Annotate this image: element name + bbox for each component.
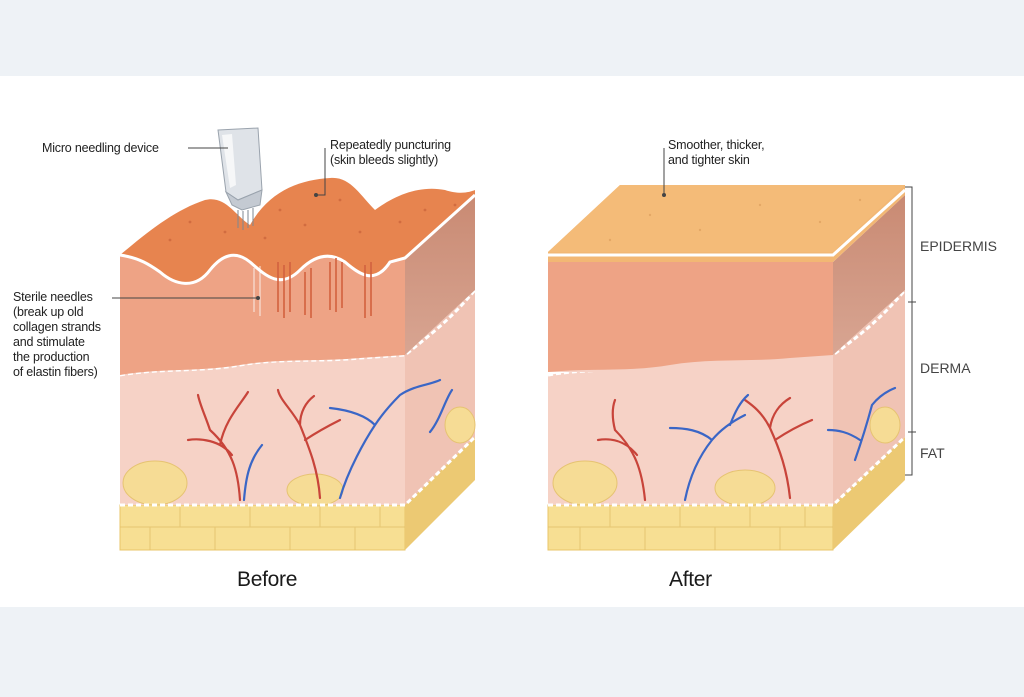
needle-channels — [277, 258, 372, 318]
needles-label: Sterile needles (break up old collagen s… — [13, 290, 101, 379]
after-epidermis-side — [833, 195, 905, 355]
after-fat-lobule — [869, 406, 901, 444]
layer-label-epidermis: EPIDERMIS — [920, 238, 998, 254]
before-fat-side — [405, 437, 475, 550]
leader-lines — [112, 147, 916, 476]
before-fat-lobule — [444, 406, 476, 444]
before-epidermis-layer — [120, 255, 405, 375]
layer-label-derma: DERMA — [920, 360, 971, 376]
after-fat-side — [833, 437, 905, 550]
device-label: Micro needling device — [42, 141, 159, 155]
after-fat-lobule — [714, 469, 776, 507]
caption-after: After — [669, 568, 712, 591]
before-skin-block — [119, 127, 477, 551]
before-fat-lobule — [122, 460, 188, 506]
after-veins — [668, 386, 897, 502]
layer-label-fat: FAT — [920, 445, 945, 461]
after-skin-block — [547, 185, 907, 551]
before-derma-layer — [120, 355, 405, 505]
caption-before: Before — [237, 568, 298, 591]
before-arteries — [186, 388, 342, 502]
after-epidermis-layer — [548, 262, 833, 372]
puncture-label: Repeatedly puncturing (skin bleeds sligh… — [330, 138, 451, 167]
before-epidermis-side — [405, 195, 475, 355]
before-fat-lobule — [286, 473, 344, 507]
before-derma-side — [405, 290, 475, 505]
after-derma-side — [833, 290, 905, 505]
before-veins — [242, 378, 454, 502]
result-label: Smoother, thicker, and tighter skin — [668, 138, 765, 167]
after-arteries — [596, 396, 814, 502]
after-fat-lobule — [552, 460, 618, 506]
before-skin-surface — [120, 177, 475, 284]
